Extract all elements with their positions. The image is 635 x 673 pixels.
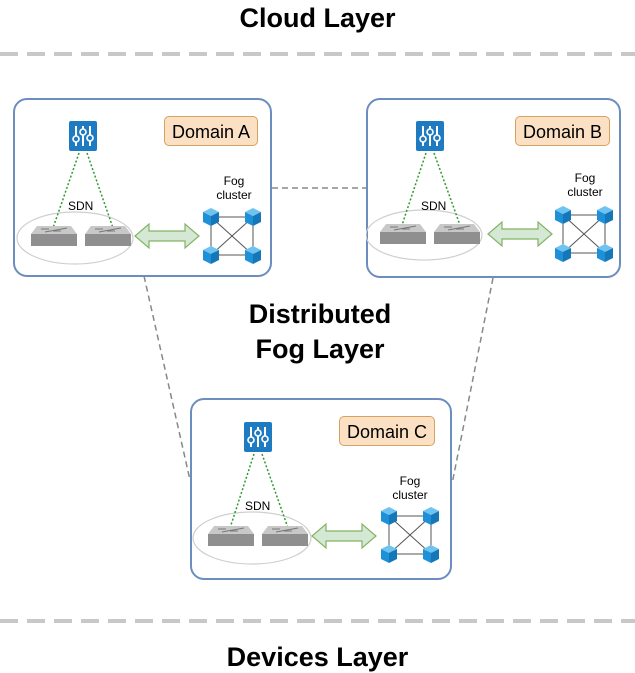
fog-cluster-label-line1: Fog: [399, 474, 421, 488]
double-arrow-icon: [311, 523, 377, 549]
sdn-ellipse: [16, 211, 134, 265]
network-switch-icon: [84, 225, 132, 247]
fog-node-cube-icon: [381, 545, 397, 563]
domain-c-box: Domain C SDN Fog cluster: [190, 398, 452, 580]
sdn-controller-icon: [68, 120, 98, 152]
fog-node-cube-icon: [203, 208, 219, 226]
fog-cluster-label: Fog cluster: [555, 171, 615, 199]
fog-node-cube-icon: [597, 206, 613, 224]
sdn-label: SDN: [421, 199, 447, 213]
domain-b-label: Domain B: [515, 116, 611, 146]
domain-a-box: Domain A SDN Fog cluster: [13, 98, 272, 277]
network-switch-icon: [30, 225, 78, 247]
domain-b-box: Domain B SDN Fog cluster: [366, 98, 621, 278]
fog-cluster-label-line1: Fog: [574, 171, 596, 185]
fog-node-cube-icon: [597, 244, 613, 262]
domain-c-graphics: [192, 421, 439, 565]
fog-cluster-label-line2: cluster: [216, 188, 252, 202]
fog-node-cube-icon: [555, 206, 571, 224]
domain-a-label: Domain A: [164, 116, 259, 146]
fog-node-cube-icon: [423, 507, 439, 525]
devices-layer-title: Devices Layer: [226, 642, 409, 672]
fog-cluster-label-line2: cluster: [567, 185, 603, 199]
sdn-link: [261, 453, 289, 529]
fog-cluster-label: Fog cluster: [204, 174, 264, 202]
sdn-controller-icon: [243, 421, 273, 453]
cloud-layer-title: Cloud Layer: [239, 3, 396, 33]
domain-c-label: Domain C: [339, 416, 436, 446]
domain-b-graphics: [366, 120, 613, 262]
network-switch-icon: [261, 525, 309, 547]
sdn-link: [433, 152, 461, 226]
double-arrow-icon: [487, 221, 553, 247]
link-domain-a-c: [143, 275, 191, 481]
domain-a-graphics: [16, 120, 261, 265]
fog-layer-title-line2: Fog Layer: [255, 334, 385, 364]
fog-layer-title: Distributed Fog Layer: [205, 297, 435, 367]
fog-cluster-label-line1: Fog: [223, 174, 245, 188]
fog-cluster-label-line2: cluster: [392, 488, 428, 502]
fog-node-cube-icon: [245, 208, 261, 226]
sdn-link: [52, 152, 80, 229]
fog-layer-title-line1: Distributed: [248, 299, 392, 329]
sdn-label: SDN: [245, 499, 271, 513]
sdn-ellipse: [192, 511, 312, 565]
network-switch-icon: [379, 223, 427, 245]
network-switch-icon: [207, 525, 255, 547]
link-domain-b-c: [451, 277, 494, 485]
sdn-ellipse: [366, 209, 483, 261]
sdn-label: SDN: [68, 199, 94, 213]
double-arrow-icon: [134, 223, 200, 249]
sdn-controller-icon: [415, 120, 445, 152]
fog-node-cube-icon: [555, 244, 571, 262]
fog-node-cube-icon: [245, 246, 261, 264]
fog-node-cube-icon: [203, 246, 219, 264]
fog-node-cube-icon: [423, 545, 439, 563]
network-switch-icon: [433, 223, 481, 245]
fog-node-cube-icon: [381, 507, 397, 525]
sdn-link: [401, 152, 427, 226]
fog-cluster-label: Fog cluster: [380, 474, 440, 502]
sdn-link: [229, 453, 255, 529]
sdn-link: [86, 152, 114, 229]
